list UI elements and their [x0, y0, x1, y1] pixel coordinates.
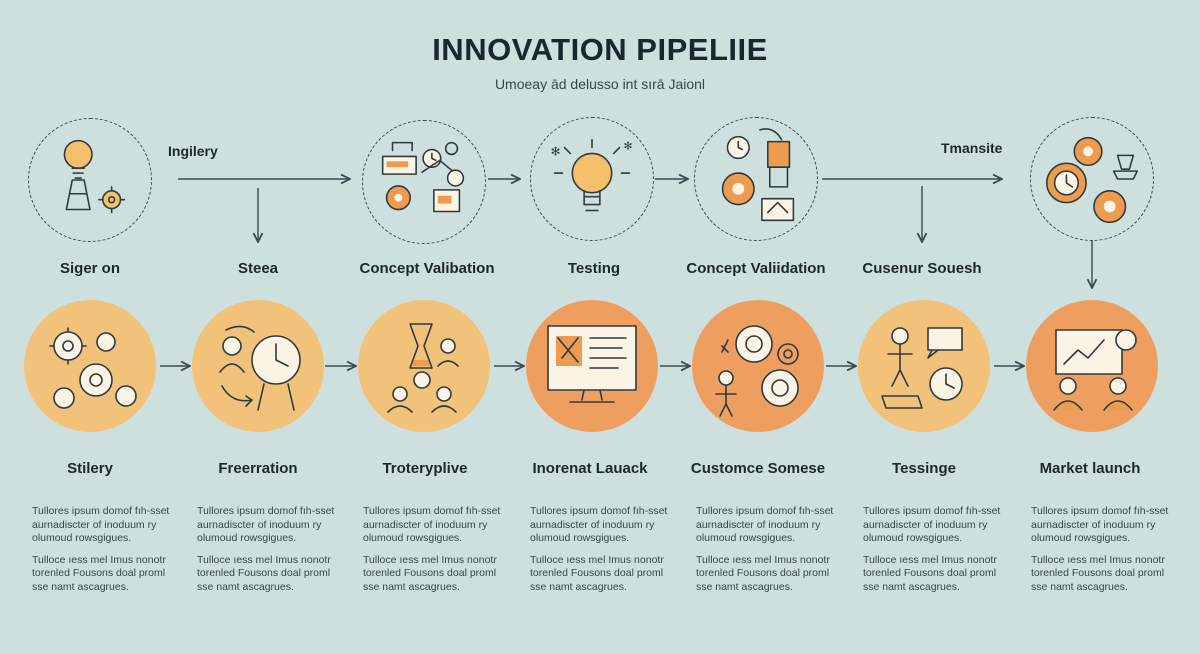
top-label-3: Concept Valibation [359, 260, 495, 277]
description-paragraph-1: Tullores ipsum domof fıh-sset aurnadisct… [530, 505, 668, 544]
top-label-6: Cusenur Souesh [862, 260, 982, 277]
description-1: Tullores ipsum domof fıh-sset aurnadisct… [32, 505, 172, 602]
description-7: Tullores ipsum domof fıh-sset aurnadisct… [1031, 505, 1171, 602]
lightbulb-gear-icon [28, 118, 152, 242]
bottom-label-7: Market launch [1039, 460, 1141, 477]
description-paragraph-1: Tullores ipsum domof fıh-sset aurnadisct… [1031, 505, 1169, 544]
bottom-label-2: Freerration [218, 460, 298, 477]
monitor-presentation-icon [526, 300, 658, 432]
description-paragraph-2: Tulloce ıess mel Imus nonotr torenled Fo… [696, 553, 830, 593]
description-paragraph-2: Tulloce ıess mel Imus nonotr torenled Fo… [197, 553, 331, 593]
svg-text:✻: ✻ [623, 140, 632, 152]
side-label-right: Tmansite [941, 140, 1003, 156]
description-4: Tullores ipsum domof fıh-sset aurnadisct… [530, 505, 670, 602]
documents-gears-clock-icon [362, 120, 486, 244]
bottom-label-4: Inorenat Lauack [532, 460, 648, 477]
description-paragraph-1: Tullores ipsum domof fıh-sset aurnadisct… [32, 505, 170, 544]
bottom-label-5: Customce Somese [690, 460, 826, 477]
bottom-label-3: Troteryplive [382, 460, 468, 477]
top-label-5: Concept Valiidation [686, 260, 826, 277]
description-2: Tullores ipsum domof fıh-sset aurnadisct… [197, 505, 337, 602]
description-3: Tullores ipsum domof fıh-sset aurnadisct… [363, 505, 503, 602]
lightbulb-icon: ✻ ✻ [530, 117, 654, 241]
flask-team-icon [358, 300, 490, 432]
description-5: Tullores ipsum domof fıh-sset aurnadisct… [696, 505, 836, 602]
page-subtitle: Umoeay ād delusso int sırā Jaionl [494, 76, 706, 92]
top-label-2: Steea [237, 260, 279, 277]
bottom-label-1: Stilery [67, 460, 113, 477]
description-paragraph-2: Tulloce ıess mel Imus nonotr torenled Fo… [530, 553, 664, 593]
description-paragraph-1: Tullores ipsum domof fıh-sset aurnadisct… [363, 505, 501, 544]
top-label-4: Testing [567, 260, 621, 277]
description-paragraph-1: Tullores ipsum domof fıh-sset aurnadisct… [696, 505, 834, 544]
bottom-label-6: Tessinge [892, 460, 956, 477]
page-title: INNOVATION PIPELIIE [432, 32, 768, 67]
gears-trophy-icon [1030, 117, 1154, 241]
description-paragraph-1: Tullores ipsum domof fıh-sset aurnadisct… [863, 505, 1001, 544]
description-6: Tullores ipsum domof fıh-sset aurnadisct… [863, 505, 1003, 602]
svg-text:✻: ✻ [551, 144, 561, 158]
clock-cup-gear-icon [694, 117, 818, 241]
description-paragraph-2: Tulloce ıess mel Imus nonotr torenled Fo… [32, 553, 166, 593]
description-paragraph-2: Tulloce ıess mel Imus nonotr torenled Fo… [1031, 553, 1165, 593]
side-label-left: Ingilery [168, 143, 218, 159]
description-paragraph-2: Tulloce ıess mel Imus nonotr torenled Fo… [863, 553, 997, 593]
description-paragraph-2: Tulloce ıess mel Imus nonotr torenled Fo… [363, 553, 497, 593]
top-label-1: Siger on [59, 260, 120, 277]
market-team-icon [1026, 300, 1158, 432]
targets-person-icon [692, 300, 824, 432]
description-paragraph-1: Tullores ipsum domof fıh-sset aurnadisct… [197, 505, 335, 544]
gears-icon [24, 300, 156, 432]
person-clock-icon [192, 300, 324, 432]
speaker-clock-icon [858, 300, 990, 432]
